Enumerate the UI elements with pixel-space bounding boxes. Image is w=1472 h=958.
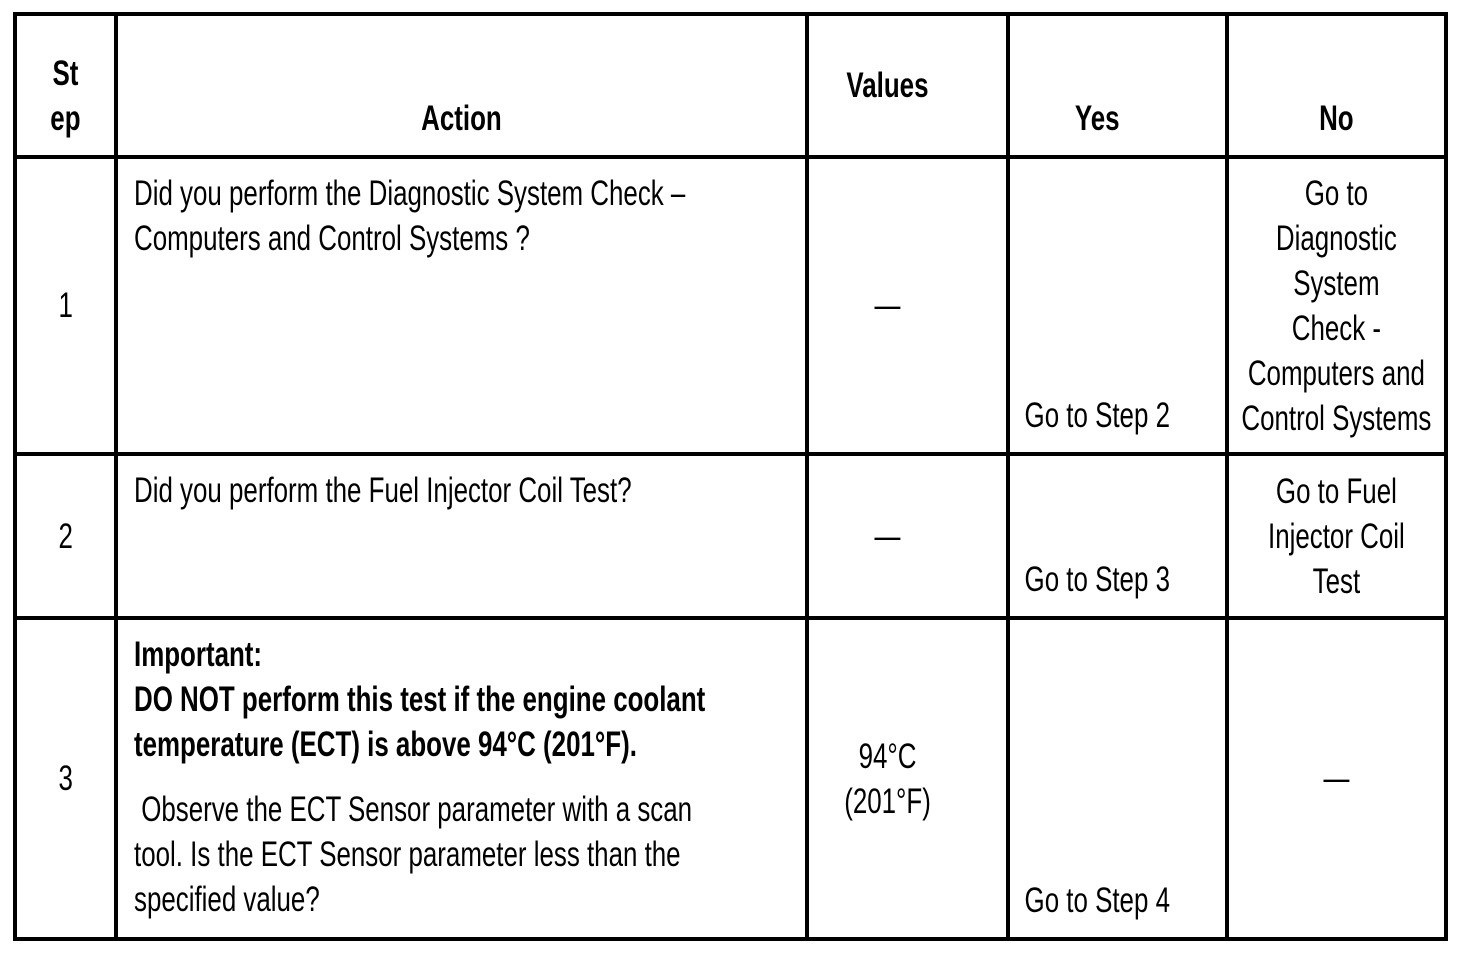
diagnostic-table: St ep Action Values Yes No 1 Did you per…	[13, 12, 1448, 941]
step-number: 3	[58, 759, 73, 798]
action-warning-line: DO NOT perform this test if the engine c…	[134, 680, 706, 719]
no-instruction: Go to Diagnostic System Check - Computer…	[1242, 171, 1432, 441]
row1-values-cell: —	[809, 159, 1010, 456]
row1-yes-cell: Go to Step 2	[1010, 159, 1229, 456]
action-warning-line: temperature (ECT) is above 94°C (201°F).	[134, 725, 637, 764]
row2-yes-cell: Go to Step 3	[1010, 456, 1229, 620]
no-line: Control Systems	[1241, 398, 1432, 438]
row2-values-cell: —	[809, 456, 1010, 620]
action-line: Did you perform the Diagnostic System Ch…	[134, 174, 686, 213]
values-line: 94°C	[858, 736, 917, 776]
step-number: 1	[58, 286, 73, 325]
values-line: (201°F)	[844, 781, 931, 821]
action-line: Observe the ECT Sensor parameter with a …	[134, 790, 693, 829]
row3-step-cell: 3	[17, 620, 118, 937]
yes-instruction: Go to Step 3	[1024, 560, 1171, 599]
row3-no-cell: —	[1229, 620, 1444, 937]
header-values-label: Values	[846, 66, 929, 105]
no-line: Check -	[1291, 308, 1382, 348]
row1-step-cell: 1	[17, 159, 118, 456]
header-action-label: Action	[421, 99, 502, 138]
paragraph-spacer	[134, 767, 705, 787]
values-dash: —	[874, 516, 901, 556]
row3-action-cell: Important: DO NOT perform this test if t…	[118, 620, 809, 937]
no-dash: —	[1323, 759, 1350, 798]
header-cell-no: No	[1229, 16, 1444, 159]
values-dash: —	[874, 286, 901, 325]
action-line: tool. Is the ECT Sensor parameter less t…	[134, 835, 681, 874]
header-cell-values: Values	[809, 16, 1010, 159]
step-number: 2	[58, 516, 73, 556]
action-important-label: Important:	[134, 635, 263, 674]
action-line: Computers and Control Systems ?	[134, 219, 530, 258]
row3-values-cell: 94°C (201°F)	[809, 620, 1010, 937]
no-line: Test	[1312, 561, 1361, 601]
row3-yes-cell: Go to Step 4	[1010, 620, 1229, 937]
no-line: Diagnostic	[1276, 218, 1397, 258]
no-line: Injector Coil	[1268, 516, 1405, 556]
no-line: Computers and	[1247, 353, 1426, 393]
yes-instruction: Go to Step 4	[1024, 881, 1171, 920]
header-cell-step: St ep	[17, 16, 118, 159]
no-line: System	[1293, 263, 1380, 303]
row2-no-cell: Go to Fuel Injector Coil Test	[1229, 456, 1444, 620]
row1-action-cell: Did you perform the Diagnostic System Ch…	[118, 159, 809, 456]
header-cell-action: Action	[118, 16, 809, 159]
header-yes-label: Yes	[1075, 99, 1120, 138]
values-spec: 94°C (201°F)	[844, 734, 931, 824]
no-instruction: Go to Fuel Injector Coil Test	[1268, 469, 1405, 604]
row2-step-cell: 2	[17, 456, 118, 620]
action-line: specified value?	[134, 880, 320, 919]
header-cell-yes: Yes	[1010, 16, 1229, 159]
row2-action-cell: Did you perform the Fuel Injector Coil T…	[118, 456, 809, 620]
yes-instruction: Go to Step 2	[1024, 396, 1171, 435]
header-no-label: No	[1319, 99, 1354, 138]
action-line: Did you perform the Fuel Injector Coil T…	[134, 471, 632, 510]
no-line: Go to Fuel	[1276, 471, 1397, 511]
no-line: Go to	[1304, 173, 1369, 213]
header-step-label: St ep	[50, 54, 81, 138]
row1-no-cell: Go to Diagnostic System Check - Computer…	[1229, 159, 1444, 456]
